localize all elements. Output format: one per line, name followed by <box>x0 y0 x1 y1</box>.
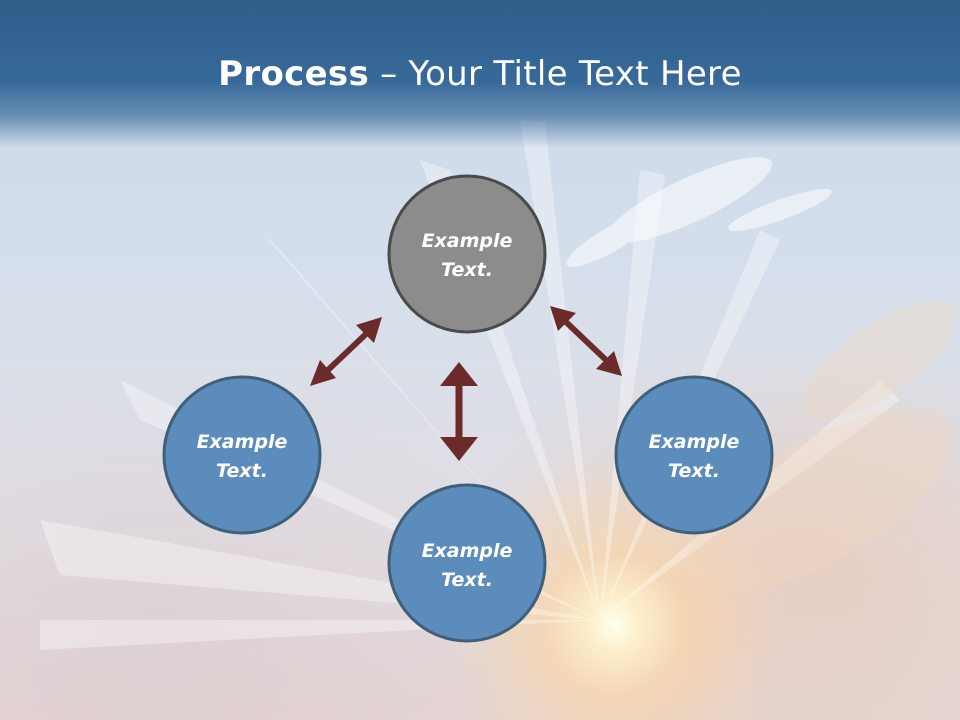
node-bottom: Example Text. <box>387 483 547 643</box>
title-rest: – Your Title Text Here <box>369 54 742 94</box>
title-bold: Process <box>218 54 370 94</box>
arrow-vertical <box>440 362 478 461</box>
node-top: Example Text. <box>387 174 547 334</box>
slide-title: Process – Your Title Text Here <box>0 52 960 96</box>
node-right-line2: Text. <box>668 460 720 482</box>
arrow-top-right <box>550 306 622 376</box>
node-bottom-line1: Example <box>422 540 513 562</box>
node-left-line2: Text. <box>216 460 268 482</box>
node-top-line2: Text. <box>441 259 493 281</box>
node-right: Example Text. <box>614 375 774 535</box>
node-left: Example Text. <box>162 375 322 535</box>
node-top-line1: Example <box>422 230 513 252</box>
node-left-line1: Example <box>197 431 288 453</box>
title-bar <box>0 0 960 148</box>
arrow-top-left <box>310 317 382 386</box>
node-bottom-line2: Text. <box>441 569 493 591</box>
node-right-line1: Example <box>649 431 740 453</box>
